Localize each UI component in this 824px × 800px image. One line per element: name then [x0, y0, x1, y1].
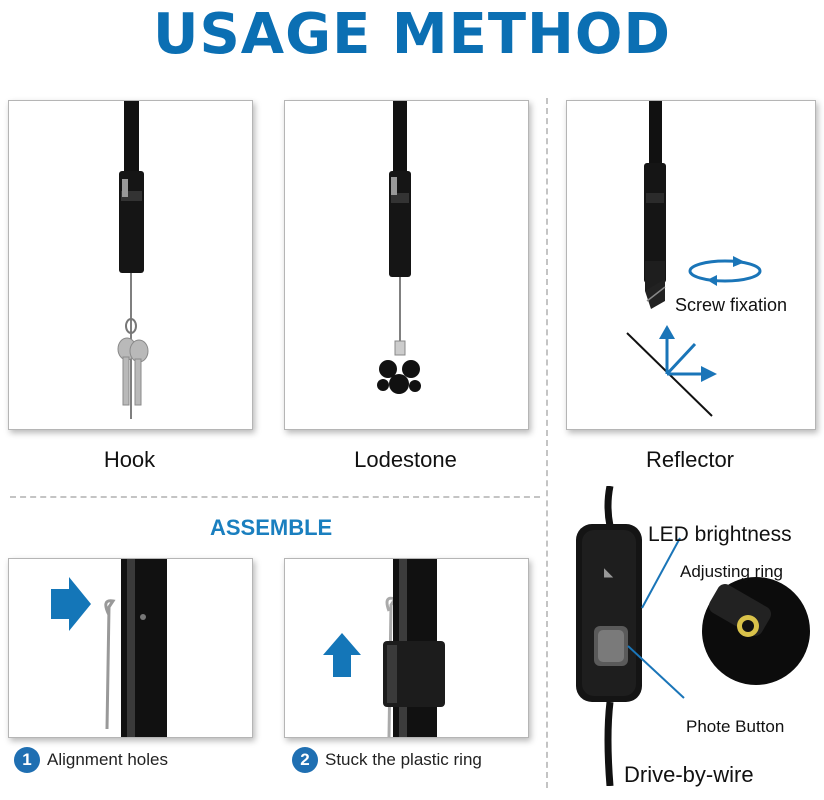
step-1-label: 1 Alignment holes — [14, 747, 168, 773]
lodestone-illustration — [377, 101, 421, 394]
drive-by-wire-label: Drive-by-wire — [624, 762, 754, 787]
step-1-text: Alignment holes — [47, 750, 168, 769]
lodestone-caption: Lodestone — [354, 447, 457, 472]
hook-illustration — [117, 101, 149, 419]
reflector-caption: Reflector — [645, 447, 735, 472]
svg-text:◣: ◣ — [604, 565, 614, 579]
lodestone-panel — [284, 100, 529, 430]
step-1-number: 1 — [14, 747, 40, 773]
screw-fixation-label: Screw fixation — [675, 295, 788, 315]
led-brightness-label: LED brightness — [648, 523, 792, 546]
step-2-number: 2 — [292, 747, 318, 773]
plastic-ring-panel — [284, 558, 529, 738]
photo-button-label: Phote Button — [686, 717, 785, 736]
controller-illustration: ◣ — [576, 486, 810, 786]
reflector-illustration — [626, 101, 762, 417]
alignment-holes-panel — [8, 558, 253, 738]
reflector-panel: Screw fixation — [566, 100, 816, 430]
hook-caption: Hook — [103, 447, 156, 472]
page-title: USAGE METHOD — [153, 2, 671, 67]
assemble-heading: ASSEMBLE — [210, 515, 333, 540]
plastic-ring-illustration — [323, 559, 445, 737]
step-2-label: 2 Stuck the plastic ring — [292, 747, 482, 773]
vertical-divider — [546, 98, 548, 788]
alignment-illustration — [51, 559, 167, 737]
hook-panel — [8, 100, 253, 430]
horizontal-divider — [10, 496, 540, 498]
step-2-text: Stuck the plastic ring — [325, 750, 482, 769]
adjusting-ring-label: Adjusting ring — [680, 562, 784, 581]
